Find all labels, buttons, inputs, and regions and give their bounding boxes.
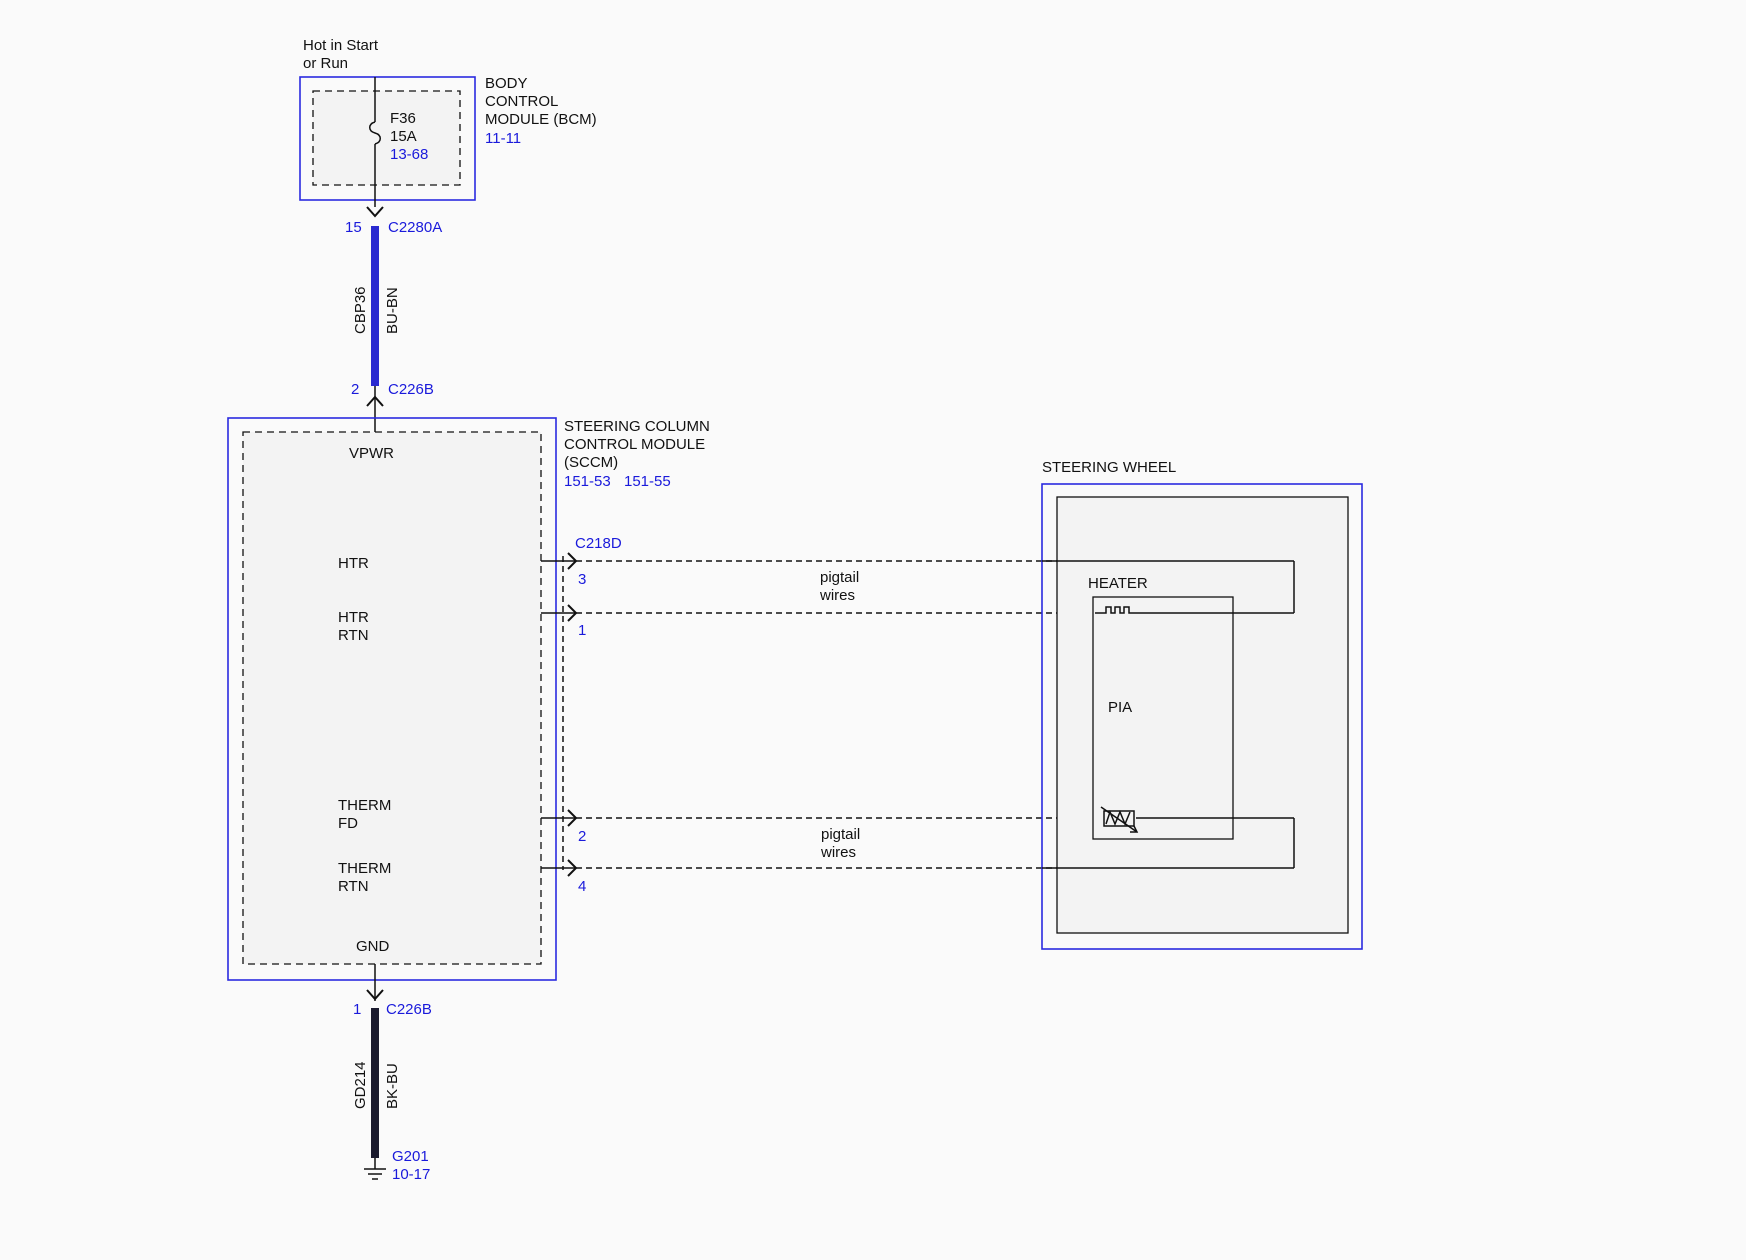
bcm-page-ref[interactable]: 11-11 <box>485 130 521 147</box>
sccm-name-line-3: (SCCM) <box>564 454 618 471</box>
pia-label: PIA <box>1108 699 1132 716</box>
c2280a-pin-arrow <box>366 206 384 218</box>
pin-number-therm-rtn: 4 <box>578 878 586 895</box>
bcm-inner-boundary <box>312 90 461 186</box>
gnd-color-label: BK-BU <box>384 1063 401 1109</box>
pin-label-therm-rtn-1: THERM <box>338 860 391 877</box>
pin-label-therm-fd-2: FD <box>338 815 358 832</box>
pin-number-htr: 3 <box>578 571 586 588</box>
pin-label-htr-rtn-1: HTR <box>338 609 369 626</box>
bcm-module: Hot in Start or Run BODY CONTROL MODULE … <box>299 37 597 207</box>
pin-label-gnd: GND <box>356 938 390 955</box>
fuse-ref[interactable]: 13-68 <box>390 146 428 163</box>
steering-wheel-outline <box>1041 483 1363 950</box>
heater-label: HEATER <box>1088 575 1148 592</box>
sccm-module: STEERING COLUMN CONTROL MODULE (SCCM) 15… <box>227 417 710 981</box>
gnd-connector-label[interactable]: C226B <box>386 1001 432 1018</box>
gnd-pin-number: 1 <box>353 1001 361 1018</box>
c226b-gnd-pin-arrow <box>366 989 384 1001</box>
pigtail-label-upper-1: pigtail <box>820 569 859 586</box>
supply-line-2: or Run <box>303 55 348 72</box>
fuse-id: F36 <box>390 110 416 127</box>
pin-label-therm-rtn-2: RTN <box>338 878 369 895</box>
ground-point-label[interactable]: G201 <box>392 1148 429 1165</box>
fuse-rating: 15A <box>390 128 417 145</box>
c218d-connector-label[interactable]: C218D <box>575 535 622 552</box>
sccm-ref-1[interactable]: 151-53 <box>564 473 611 490</box>
pigtail-label-lower-1: pigtail <box>821 826 860 843</box>
pin-number-therm-fd: 2 <box>578 828 586 845</box>
pin-label-htr-rtn-2: RTN <box>338 627 369 644</box>
steering-wheel-title: STEERING WHEEL <box>1042 459 1176 476</box>
sccm-name-line-2: CONTROL MODULE <box>564 436 705 453</box>
gnd-circuit-label: GD214 <box>352 1061 369 1109</box>
thermistor-icon <box>1100 806 1139 833</box>
c226b-connector-label[interactable]: C226B <box>388 381 434 398</box>
c2280a-pin-number: 15 <box>345 219 362 236</box>
pin-label-htr: HTR <box>338 555 369 572</box>
ground-icon <box>364 1168 386 1180</box>
c226b-pin-number: 2 <box>351 381 359 398</box>
bcm-name-line-2: CONTROL <box>485 93 558 110</box>
vpwr-wire-group: 15 C2280A CBP36 BU-BN 2 C226B <box>345 206 442 432</box>
pin-number-htr-rtn: 1 <box>578 622 586 639</box>
steering-wheel-inner <box>1056 496 1349 934</box>
supply-line-1: Hot in Start <box>303 37 379 54</box>
fuse-symbol <box>369 121 381 145</box>
pia-box <box>1092 596 1234 840</box>
pin-label-therm-fd-1: THERM <box>338 797 391 814</box>
ground-wire-group: 1 C226B GD214 BK-BU G201 10-17 <box>352 964 432 1183</box>
sccm-outline <box>227 417 557 981</box>
sccm-ref-2[interactable]: 151-55 <box>624 473 671 490</box>
ground-point-ref[interactable]: 10-17 <box>392 1166 430 1183</box>
pigtail-label-upper-2: wires <box>819 587 855 604</box>
bcm-name-line-3: MODULE (BCM) <box>485 111 597 128</box>
wire-cbp36[interactable] <box>371 226 379 386</box>
steering-wheel: STEERING WHEEL HEATER PIA <box>1041 459 1363 950</box>
bcm-outline <box>299 76 476 201</box>
pin-label-vpwr: VPWR <box>349 445 394 462</box>
sccm-name-line-1: STEERING COLUMN <box>564 418 710 435</box>
wire-color-label: BU-BN <box>384 287 401 334</box>
wire-circuit-label: CBP36 <box>352 286 369 334</box>
bcm-name-line-1: BODY <box>485 75 528 92</box>
pigtail-label-lower-2: wires <box>820 844 856 861</box>
wire-gd214[interactable] <box>371 1008 379 1158</box>
c2280a-connector-label[interactable]: C2280A <box>388 219 442 236</box>
sccm-inner-boundary <box>242 431 542 965</box>
heater-element-icon <box>1095 606 1136 614</box>
